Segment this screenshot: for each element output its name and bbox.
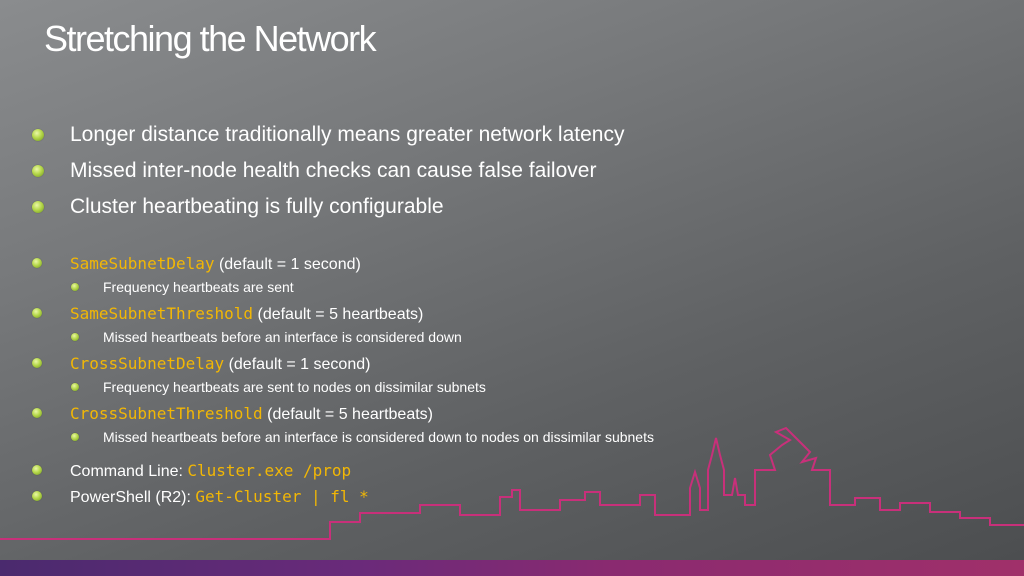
sub-bullet-icon bbox=[71, 283, 79, 291]
setting-name: SameSubnetThreshold bbox=[70, 304, 254, 323]
setting-default: (default = 1 second) bbox=[228, 356, 371, 373]
bullet-icon bbox=[32, 408, 42, 418]
bullet-icon bbox=[32, 308, 42, 318]
setting-3: CrossSubnetDelay (default = 1 second) bbox=[70, 354, 370, 374]
setting-1: SameSubnetDelay (default = 1 second) bbox=[70, 254, 361, 274]
bullet-icon bbox=[32, 165, 44, 177]
bullet-icon bbox=[32, 491, 42, 501]
bullet-icon bbox=[32, 465, 42, 475]
setting-default: (default = 1 second) bbox=[218, 256, 361, 273]
setting-description: Missed heartbeats before an interface is… bbox=[103, 329, 462, 345]
setting-4: CrossSubnetThreshold (default = 5 heartb… bbox=[70, 404, 433, 424]
main-point-3: Cluster heartbeating is fully configurab… bbox=[70, 195, 444, 218]
setting-default: (default = 5 heartbeats) bbox=[267, 406, 433, 423]
setting-default: (default = 5 heartbeats) bbox=[257, 306, 424, 323]
sub-bullet-icon bbox=[71, 333, 79, 341]
command-code: Get-Cluster | fl * bbox=[195, 487, 369, 506]
setting-description: Frequency heartbeats are sent bbox=[103, 279, 294, 295]
setting-description: Frequency heartbeats are sent to nodes o… bbox=[103, 379, 486, 395]
command-line: Command Line: Cluster.exe /prop bbox=[70, 461, 351, 481]
main-point-1: Longer distance traditionally means grea… bbox=[70, 123, 625, 146]
setting-name: CrossSubnetDelay bbox=[70, 354, 225, 373]
skyline-outline bbox=[0, 426, 1024, 540]
command-label: Command Line: bbox=[70, 463, 188, 480]
bullet-icon bbox=[32, 129, 44, 141]
footer-bar bbox=[0, 560, 1024, 576]
command-code: Cluster.exe /prop bbox=[187, 461, 352, 480]
setting-description: Missed heartbeats before an interface is… bbox=[103, 429, 654, 445]
slide-title: Stretching the Network bbox=[44, 18, 377, 59]
sub-bullet-icon bbox=[71, 383, 79, 391]
bullet-icon bbox=[32, 358, 42, 368]
bullet-icon bbox=[32, 201, 44, 213]
bullet-icon bbox=[32, 258, 42, 268]
setting-name: SameSubnetDelay bbox=[70, 254, 215, 273]
sub-bullet-icon bbox=[71, 433, 79, 441]
setting-2: SameSubnetThreshold (default = 5 heartbe… bbox=[70, 304, 423, 324]
main-point-2: Missed inter-node health checks can caus… bbox=[70, 159, 597, 182]
command-label: PowerShell (R2): bbox=[70, 489, 196, 506]
setting-name: CrossSubnetThreshold bbox=[70, 404, 263, 423]
powershell-line: PowerShell (R2): Get-Cluster | fl * bbox=[70, 487, 369, 507]
